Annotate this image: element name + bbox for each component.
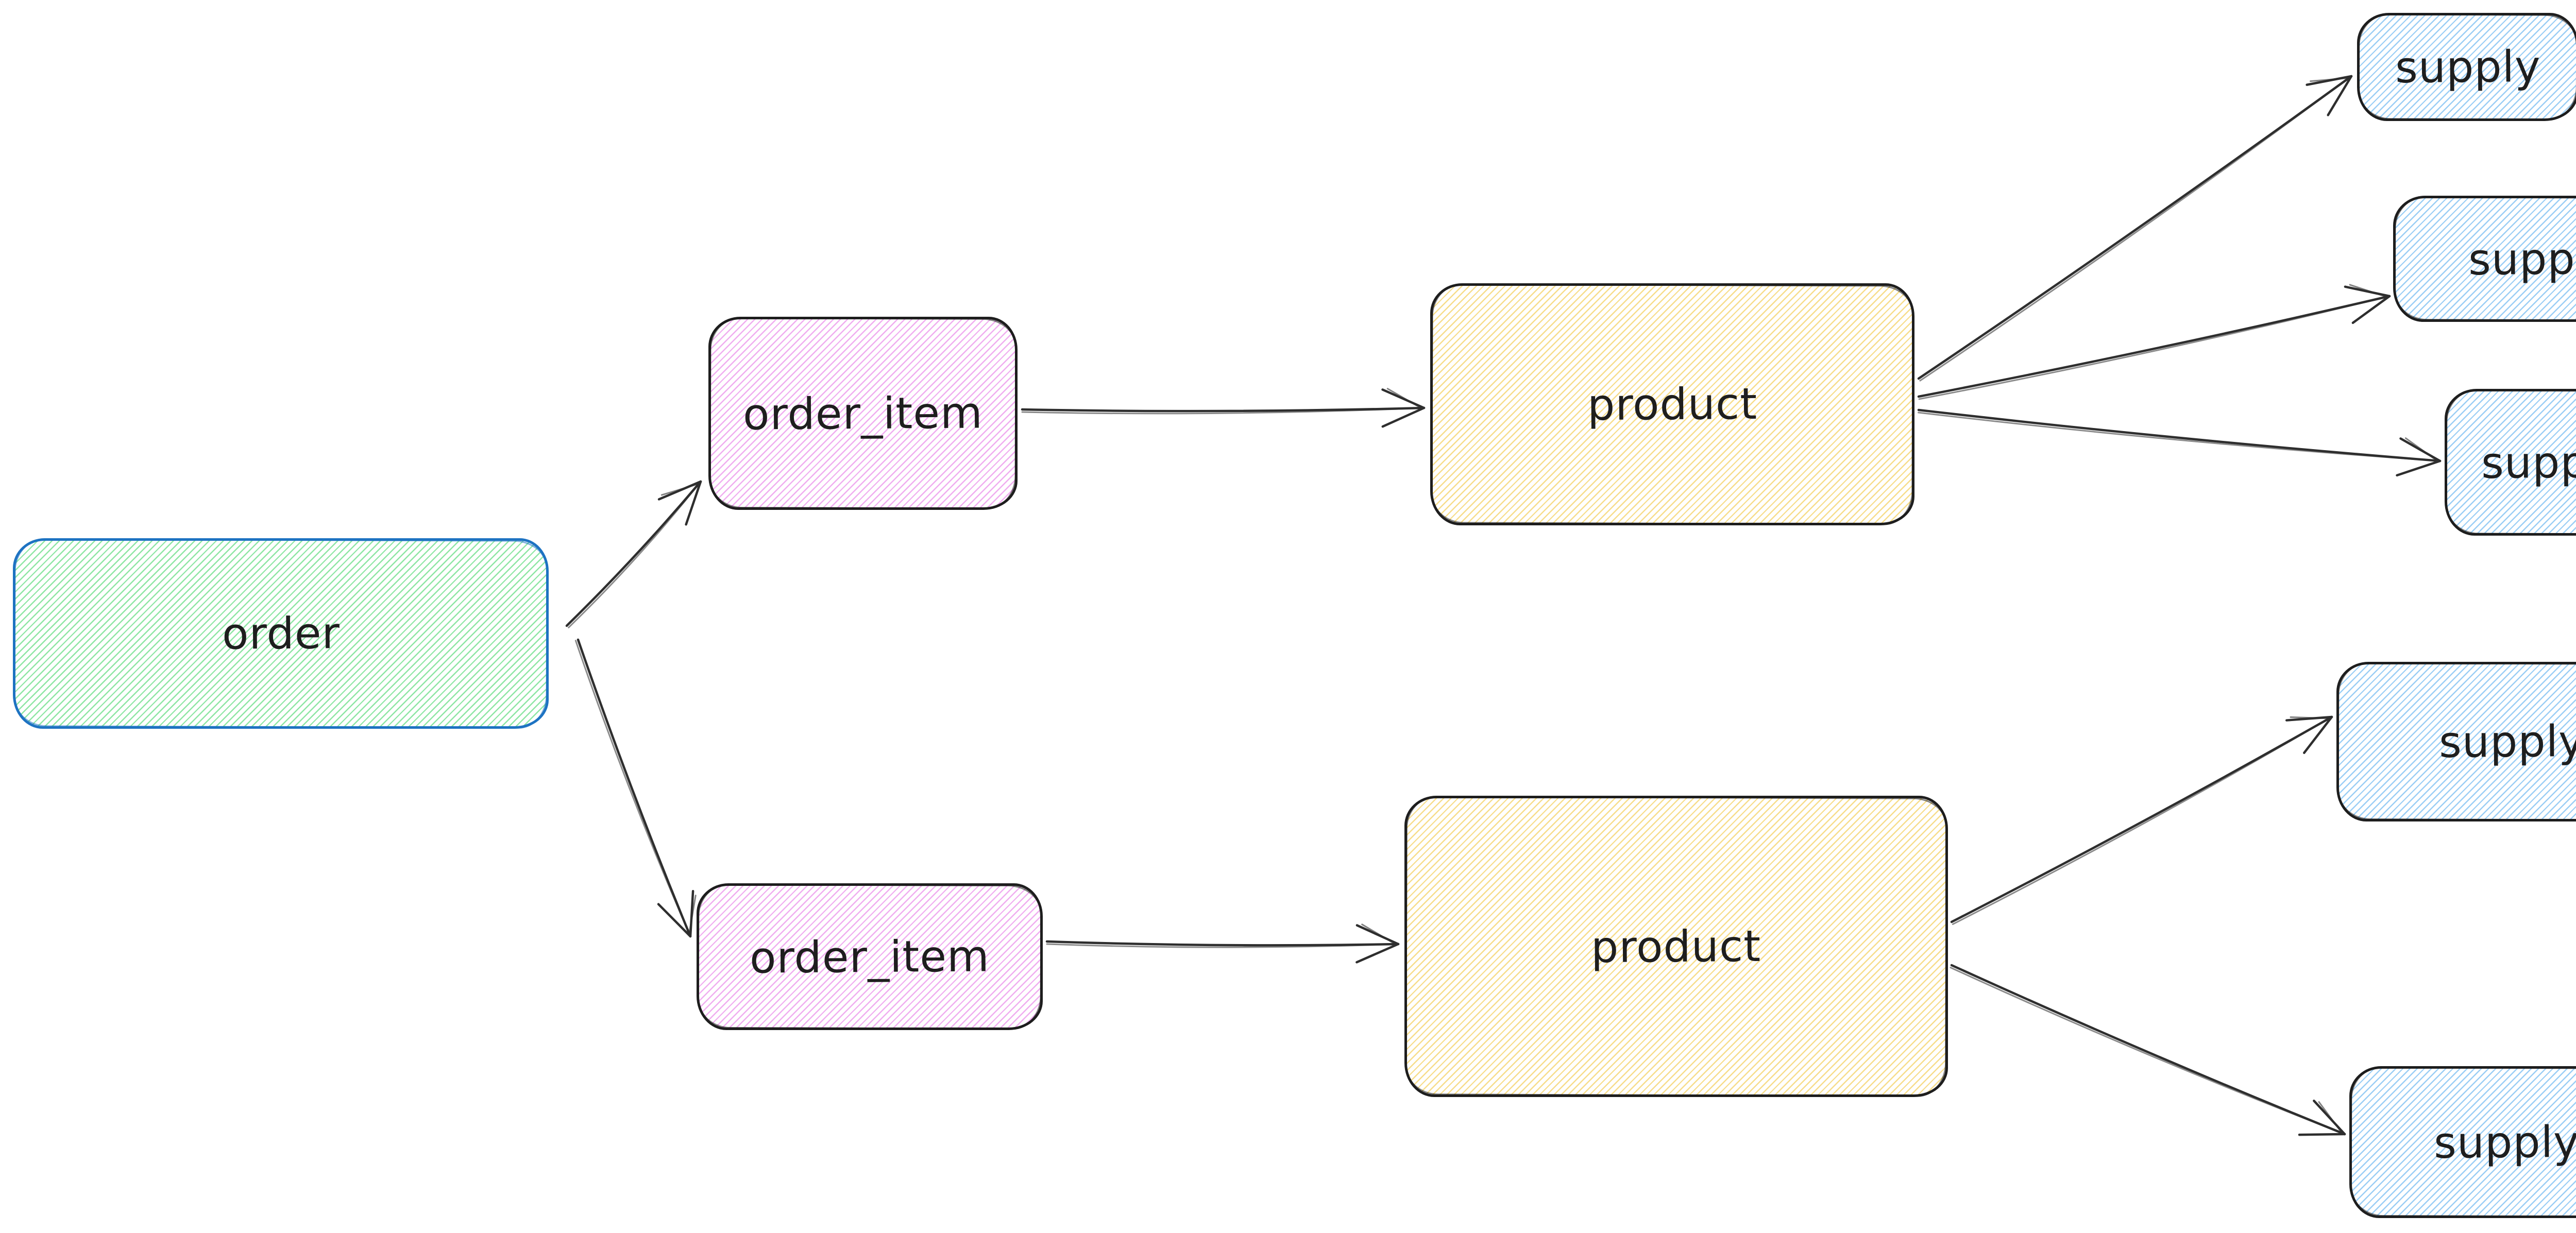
- arrow-product_bottom-to-supply_4[interactable]: [1950, 715, 2333, 925]
- arrow-order-to-order_item_top[interactable]: [565, 480, 702, 628]
- arrow-order_item_top-to-product_top[interactable]: [1021, 388, 1426, 428]
- node-supply-2[interactable]: supply: [2393, 196, 2576, 322]
- arrow-order-to-order_item_bottom[interactable]: [574, 638, 697, 938]
- node-order-item-top-label: order_item: [742, 387, 984, 440]
- node-supply-5[interactable]: supply: [2349, 1066, 2576, 1218]
- node-supply-3-label: supply: [2481, 436, 2576, 488]
- arrow-order_item_bottom-to-product_bottom[interactable]: [1045, 923, 1400, 964]
- node-product-top[interactable]: product: [1430, 283, 1914, 525]
- node-order[interactable]: order: [13, 538, 549, 729]
- arrow-product_bottom-to-supply_5[interactable]: [1950, 964, 2346, 1136]
- node-supply-4-label: supply: [2438, 716, 2576, 767]
- node-supply-4[interactable]: supply: [2336, 662, 2576, 821]
- node-product-bottom[interactable]: product: [1404, 796, 1948, 1097]
- node-order-label: order: [222, 608, 340, 659]
- arrow-product_top-to-supply_3[interactable]: [1917, 408, 2442, 477]
- node-product-bottom-label: product: [1591, 920, 1761, 972]
- node-supply-1[interactable]: supply: [2357, 13, 2576, 121]
- node-supply-1-label: supply: [2395, 41, 2541, 93]
- node-supply-3[interactable]: supply: [2445, 389, 2576, 536]
- arrow-product_top-to-supply_1[interactable]: [1917, 75, 2353, 382]
- node-order-item-bottom-label: order_item: [749, 930, 990, 983]
- node-supply-5-label: supply: [2433, 1116, 2576, 1168]
- node-order-item-top[interactable]: order_item: [708, 317, 1018, 510]
- node-order-item-bottom[interactable]: order_item: [697, 883, 1043, 1030]
- arrow-product_top-to-supply_2[interactable]: [1917, 284, 2391, 400]
- node-supply-2-label: supply: [2468, 233, 2576, 285]
- node-product-top-label: product: [1587, 378, 1758, 431]
